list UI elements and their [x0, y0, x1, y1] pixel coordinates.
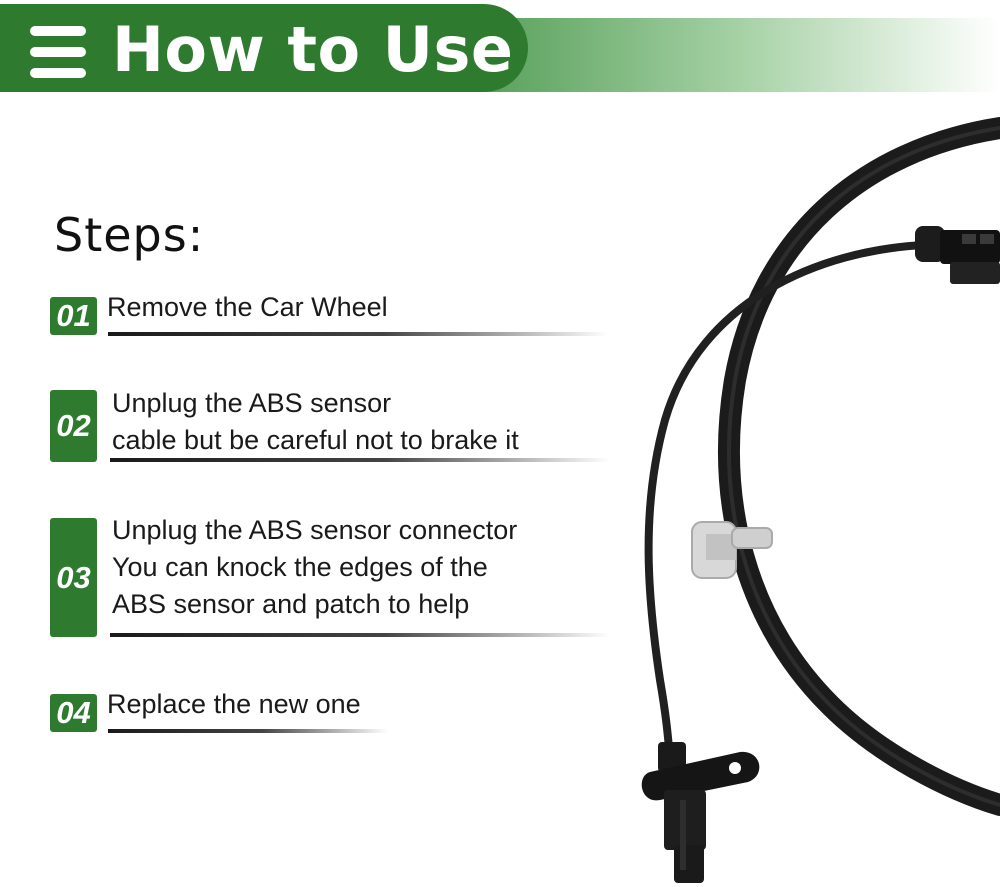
step-divider	[108, 332, 608, 336]
step-01: 01 Remove the Car Wheel	[50, 292, 610, 340]
step-number-badge: 01	[50, 297, 97, 335]
step-text-line: Replace the new one	[107, 689, 361, 719]
hamburger-menu-icon	[30, 26, 86, 78]
steps-heading: Steps:	[54, 208, 205, 262]
step-text-line: Unplug the ABS sensor connector	[112, 515, 518, 545]
step-text-line: Remove the Car Wheel	[107, 292, 388, 322]
cable-connector	[915, 226, 1000, 284]
step-text-line: ABS sensor and patch to help	[112, 589, 470, 619]
page-title: How to Use	[112, 13, 514, 86]
step-text: Replace the new one	[107, 686, 361, 723]
step-text: Unplug the ABS sensor cable but be caref…	[112, 385, 519, 459]
step-number-badge: 03	[50, 518, 97, 637]
cable-clip	[691, 521, 773, 579]
step-text-line: Unplug the ABS sensor	[112, 388, 392, 418]
step-03: 03 Unplug the ABS sensor connector You c…	[50, 515, 610, 640]
abs-sensor-cable-image	[641, 117, 1000, 883]
step-divider	[108, 729, 388, 733]
sensor-head	[641, 742, 760, 883]
step-text-line: You can knock the edges of the	[112, 552, 488, 582]
step-02: 02 Unplug the ABS sensor cable but be ca…	[50, 388, 610, 468]
step-text: Remove the Car Wheel	[107, 289, 388, 326]
step-04: 04 Replace the new one	[50, 689, 610, 737]
step-divider	[110, 458, 610, 462]
header-banner: How to Use	[0, 4, 528, 92]
step-text: Unplug the ABS sensor connector You can …	[112, 512, 517, 623]
step-divider	[110, 633, 610, 637]
step-number-badge: 02	[50, 390, 97, 462]
step-text-line: cable but be careful not to brake it	[112, 425, 519, 455]
step-number-badge: 04	[50, 694, 97, 732]
